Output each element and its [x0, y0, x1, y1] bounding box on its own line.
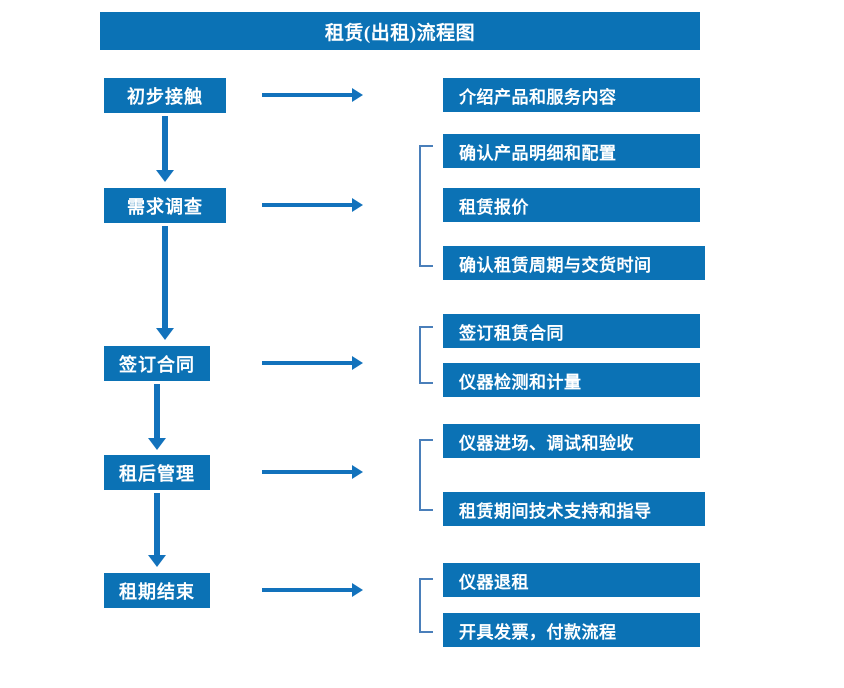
stage-to-details-arrow-5: [262, 583, 363, 597]
detail-box-1-1[interactable]: 介绍产品和服务内容: [443, 78, 700, 112]
stage-box-2[interactable]: 需求调查: [104, 188, 226, 223]
group-bracket-2: [419, 145, 433, 267]
detail-box-3-2[interactable]: 仪器检测和计量: [443, 363, 700, 397]
detail-box-4-1[interactable]: 仪器进场、调试和验收: [443, 424, 700, 458]
stage-box-5[interactable]: 租期结束: [104, 573, 210, 608]
stage-to-details-arrow-4: [262, 465, 363, 479]
stage-to-details-arrow-3: [262, 356, 363, 370]
group-bracket-5: [419, 578, 433, 633]
detail-box-2-2[interactable]: 租赁报价: [443, 188, 700, 222]
detail-box-5-2[interactable]: 开具发票，付款流程: [443, 613, 700, 647]
stage-to-stage-arrow-3: [148, 384, 166, 450]
stage-to-stage-arrow-4: [148, 493, 166, 567]
stage-box-3[interactable]: 签订合同: [104, 346, 210, 381]
group-bracket-4: [419, 439, 433, 511]
detail-box-2-1[interactable]: 确认产品明细和配置: [443, 134, 700, 168]
stage-to-stage-arrow-2: [156, 226, 174, 340]
page-title: 租赁(出租)流程图: [100, 12, 700, 50]
stage-box-1[interactable]: 初步接触: [104, 78, 226, 113]
stage-to-details-arrow-2: [262, 198, 363, 212]
stage-box-4[interactable]: 租后管理: [104, 455, 210, 490]
detail-box-5-1[interactable]: 仪器退租: [443, 563, 700, 597]
detail-box-4-2[interactable]: 租赁期间技术支持和指导: [443, 492, 705, 526]
detail-box-2-3[interactable]: 确认租赁周期与交货时间: [443, 246, 705, 280]
group-bracket-3: [419, 326, 433, 384]
stage-to-stage-arrow-1: [156, 116, 174, 182]
detail-box-3-1[interactable]: 签订租赁合同: [443, 314, 700, 348]
stage-to-details-arrow-1: [262, 88, 363, 102]
